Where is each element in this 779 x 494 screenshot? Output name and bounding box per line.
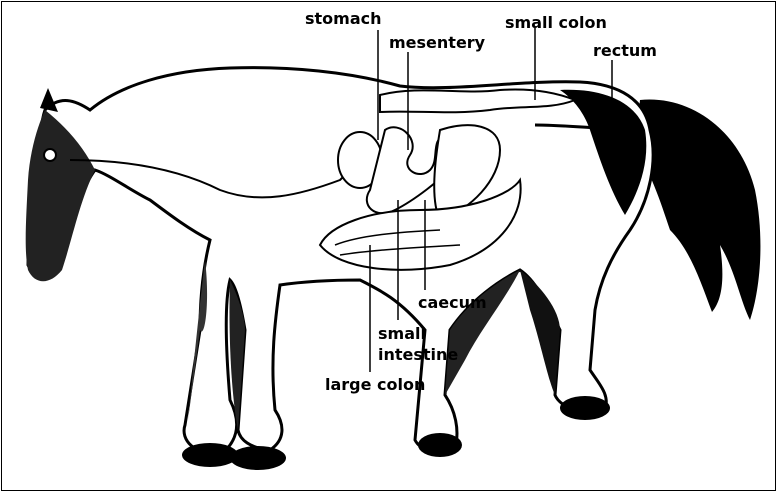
hoof-hind-right [560,396,610,420]
horse-ear [40,88,58,112]
label-rectum: rectum [593,41,657,60]
horse-eye [44,149,56,161]
label-small-intestine-2: intestine [378,345,458,364]
hoof-front-left [182,443,238,467]
hoof-front-right [230,446,286,470]
label-caecum: caecum [418,293,487,312]
horse-tail [635,100,760,320]
label-stomach: stomach [305,9,382,28]
label-small-intestine-1: small [378,324,426,343]
label-large-colon: large colon [325,375,425,394]
label-small-colon: small colon [505,13,607,32]
label-mesentery: mesentery [389,33,485,52]
hoof-hind-left [418,433,462,457]
